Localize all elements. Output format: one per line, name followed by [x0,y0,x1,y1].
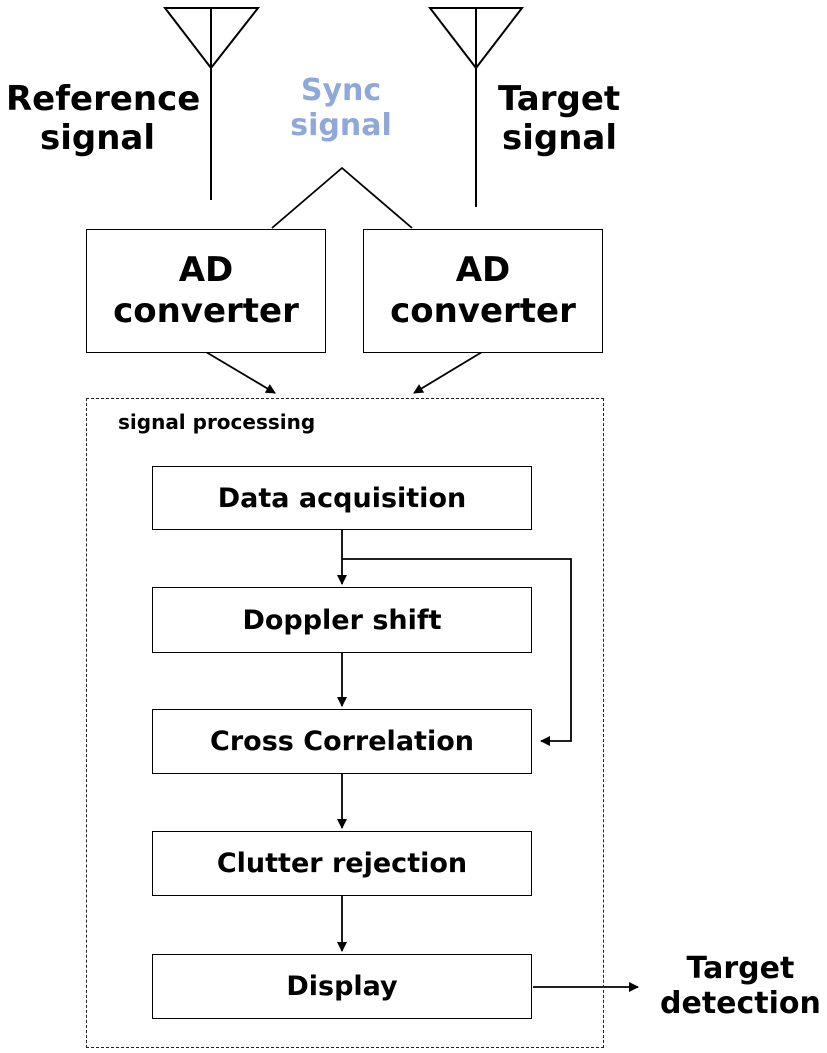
detection-line-2: detection [660,985,821,1021]
left-antenna-icon [162,7,261,200]
ad-converter-left: AD converter [86,229,326,353]
adc-left-line-1: AD [178,250,234,291]
bypass-arrow [342,558,572,746]
ad-converter-right: AD converter [363,229,603,353]
right-adc-arrow [413,351,483,394]
target-detection-label: Target detection [660,951,821,1021]
step-doppler-shift: Doppler shift [152,587,532,653]
adc-left-line-2: converter [113,291,299,331]
reference-line-2: signal [40,118,156,159]
sync-connector [271,166,413,229]
sync-line-2: signal [290,107,392,143]
sync-signal-label: Sync signal [278,73,404,143]
step-cross-correlation: Cross Correlation [152,709,532,774]
step-clutter-rejection: Clutter rejection [152,831,532,896]
detection-line-1: Target [686,951,795,986]
step-display: Display [152,954,532,1019]
sync-line-1: Sync [300,73,382,108]
step-data-acquisition: Data acquisition [152,466,532,530]
reference-line-1: Reference [6,79,201,119]
target-signal-label: Target signal [498,79,621,159]
adc-right-line-2: converter [390,291,576,331]
signal-processing-label: signal processing [118,410,316,434]
right-antenna-icon [427,7,525,207]
target-line-1: Target [498,79,621,119]
signal-processing-region [86,398,604,1048]
adc-right-line-1: AD [455,250,511,291]
reference-signal-label: Reference signal [6,79,201,159]
left-adc-arrow [205,351,276,394]
target-line-2: signal [502,118,618,159]
